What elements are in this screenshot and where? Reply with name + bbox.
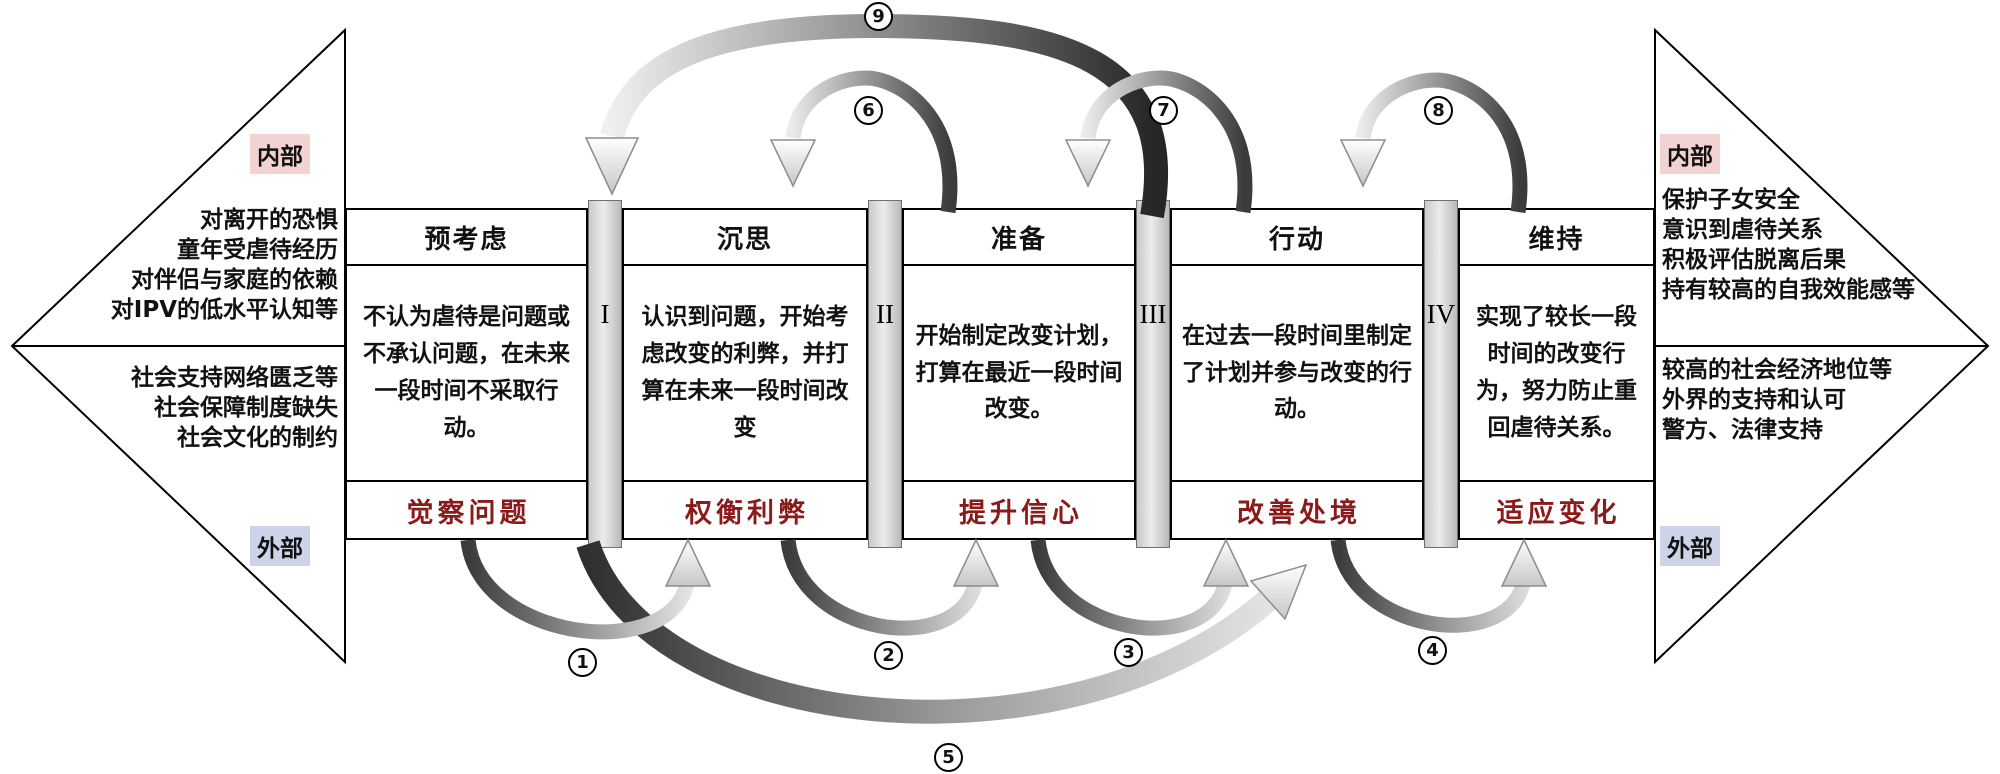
factor-line: 对IPV的低水平认知等	[110, 297, 338, 323]
arrow-number-label: 1	[576, 652, 589, 673]
factor-line: 对伴侣与家庭的依赖	[131, 267, 338, 293]
divider-numeral: III	[1139, 298, 1167, 329]
stage-description: 实现了较长一段时间的改变行为，努力防止重回虐待关系。	[1476, 304, 1637, 441]
factor-line: 社会文化的制约	[177, 425, 338, 451]
right-external-tag: 外部	[1660, 526, 1720, 566]
stage-maintenance: 维持 实现了较长一段时间的改变行为，努力防止重回虐待关系。 适应变化	[1458, 208, 1655, 540]
stage-action: 行动 在过去一段时间里制定了计划并参与改变的行动。 改善处境	[1170, 208, 1424, 540]
factor-line: 积极评估脱离后果	[1662, 247, 1846, 273]
arrow-number-3: 3	[1114, 638, 1143, 667]
divider-numeral: II	[876, 298, 894, 329]
factor-line: 对离开的恐惧	[200, 207, 338, 233]
stage-strategy: 提升信心	[904, 480, 1134, 538]
arrow-number-label: 8	[1432, 100, 1445, 121]
divider-numeral: I	[600, 298, 610, 329]
factor-line: 社会保障制度缺失	[154, 395, 338, 421]
arrow-number-label: 3	[1122, 642, 1135, 663]
right-internal-tag: 内部	[1660, 134, 1720, 174]
divider-bar-2: II	[868, 200, 902, 548]
arrow-4-progress	[1330, 538, 1548, 633]
factor-line: 较高的社会经济地位等	[1662, 357, 1892, 383]
stage-title: 行动	[1172, 210, 1422, 266]
stage-title: 准备	[904, 210, 1134, 266]
arrow-2-progress	[780, 538, 1000, 636]
arrow-number-label: 7	[1157, 100, 1170, 121]
arrow-number-label: 6	[862, 100, 875, 121]
arrow-number-label: 5	[942, 747, 955, 768]
arrow-number-6: 6	[854, 96, 883, 125]
arrow-number-9: 9	[864, 2, 893, 31]
stage-contemplation: 沉思 认识到问题，开始考虑改变的利弊，并打算在未来一段时间改变 权衡利弊	[622, 208, 868, 540]
factor-line: 意识到虐待关系	[1662, 217, 1823, 243]
arrow-number-label: 9	[872, 6, 885, 27]
divider-bar-1: I	[588, 200, 622, 548]
factor-line: 外界的支持和认可	[1662, 387, 1846, 413]
left-external-factors: 社会支持网络匮乏等 社会保障制度缺失 社会文化的制约	[40, 363, 338, 453]
left-triangle-shape	[10, 27, 346, 665]
stage-title: 预考虑	[347, 210, 586, 266]
arrow-3-progress	[1030, 538, 1250, 636]
factor-line: 保护子女安全	[1662, 187, 1800, 213]
factor-line: 持有较高的自我效能感等	[1662, 277, 1915, 303]
stage-description: 不认为虐待是问题或不承认问题，在未来一段时间不采取行动。	[363, 304, 570, 441]
stage-description: 开始制定改变计划，打算在最近一段时间改变。	[915, 322, 1123, 423]
arrow-number-5: 5	[934, 743, 963, 772]
divider-numeral: IV	[1426, 298, 1456, 329]
stage-title: 维持	[1460, 210, 1653, 266]
stage-strategy: 觉察问题	[347, 480, 586, 538]
left-external-tag: 外部	[250, 526, 310, 566]
arrow-1-progress	[460, 538, 712, 640]
arrow-number-label: 2	[882, 645, 895, 666]
divider-bar-4: IV	[1424, 200, 1458, 548]
factor-line: 童年受虐待经历	[177, 237, 338, 263]
factor-line: 社会支持网络匮乏等	[131, 365, 338, 391]
stage-preparation: 准备 开始制定改变计划，打算在最近一段时间改变。 提升信心	[902, 208, 1136, 540]
left-internal-tag: 内部	[250, 134, 310, 174]
stage-strategy: 改善处境	[1172, 480, 1422, 538]
stage-title: 沉思	[624, 210, 866, 266]
arrow-number-label: 4	[1426, 640, 1439, 661]
stage-description: 认识到问题，开始考虑改变的利弊，并打算在未来一段时间改变	[641, 304, 849, 441]
right-external-factors: 较高的社会经济地位等 外界的支持和认可 警方、法律支持	[1662, 355, 1992, 445]
factor-line: 警方、法律支持	[1662, 417, 1823, 443]
stage-description: 在过去一段时间里制定了计划并参与改变的行动。	[1182, 322, 1412, 423]
right-internal-factors: 保护子女安全 意识到虐待关系 积极评估脱离后果 持有较高的自我效能感等	[1662, 185, 1992, 305]
arrow-number-1: 1	[568, 648, 597, 677]
stage-precontemplation: 预考虑 不认为虐待是问题或不承认问题，在未来一段时间不采取行动。 觉察问题	[345, 208, 588, 540]
stage-strategy: 权衡利弊	[624, 480, 866, 538]
arrow-number-4: 4	[1418, 636, 1447, 665]
left-internal-factors: 对离开的恐惧 童年受虐待经历 对伴侣与家庭的依赖 对IPV的低水平认知等	[40, 205, 338, 325]
arrow-number-7: 7	[1149, 96, 1178, 125]
arrow-number-2: 2	[874, 641, 903, 670]
arrow-number-8: 8	[1424, 96, 1453, 125]
right-triangle-shape	[1654, 27, 1990, 665]
stage-strategy: 适应变化	[1460, 480, 1653, 538]
arrow-5-progress-long	[576, 540, 1308, 724]
divider-bar-3: III	[1136, 200, 1170, 548]
